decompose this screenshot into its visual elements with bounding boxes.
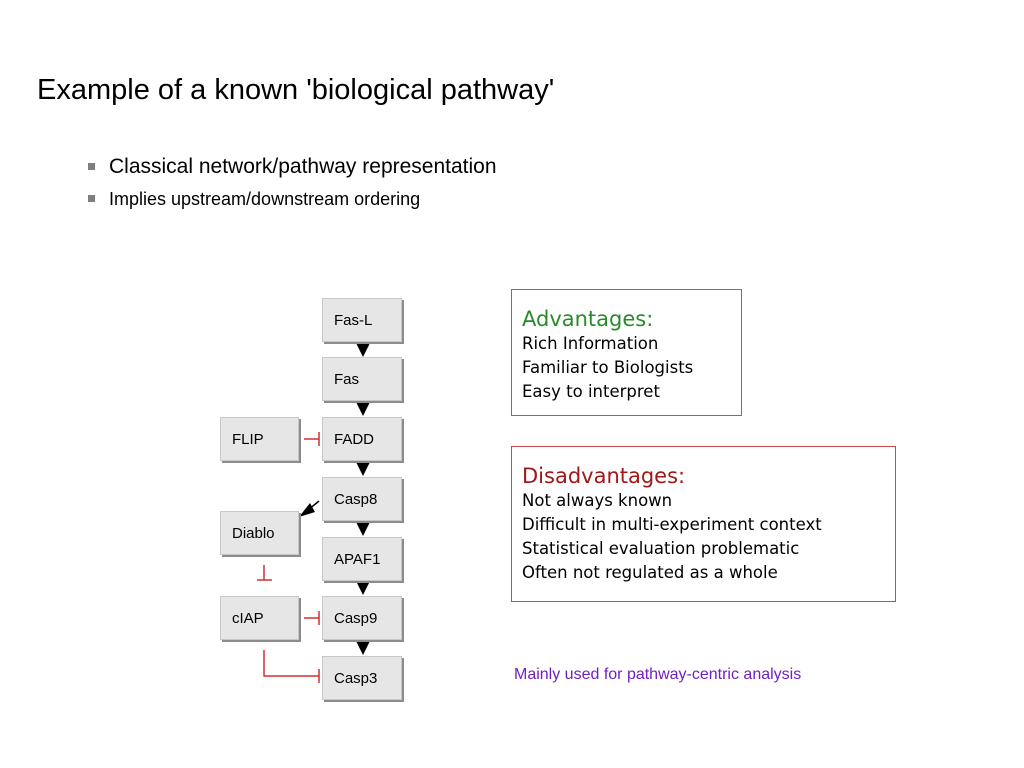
activation-arrow bbox=[356, 581, 370, 595]
disadvantages-item: Statistical evaluation problematic bbox=[522, 539, 800, 558]
node-label: FADD bbox=[334, 430, 375, 448]
advantages-item: Familiar to Biologists bbox=[522, 358, 694, 377]
node-flip: FLIP bbox=[220, 417, 299, 461]
inhibition-edge bbox=[257, 565, 272, 581]
activation-arrow bbox=[356, 522, 370, 536]
advantages-box: Advantages: Rich Information Familiar to… bbox=[511, 289, 742, 416]
node-label: Fas-L bbox=[334, 311, 373, 329]
activation-arrow bbox=[356, 462, 370, 476]
node-fadd: FADD bbox=[322, 417, 402, 461]
activation-arrow bbox=[356, 343, 370, 357]
node-ciap: cIAP bbox=[220, 596, 299, 640]
node-label: Diablo bbox=[232, 524, 275, 542]
usage-note: Mainly used for pathway-centric analysis bbox=[514, 666, 802, 683]
bullet-square-icon bbox=[88, 163, 95, 170]
slide-title: Example of a known 'biological pathway' bbox=[37, 74, 555, 106]
activation-arrow bbox=[307, 500, 320, 511]
node-casp3: Casp3 bbox=[322, 656, 402, 700]
disadvantages-box: Disadvantages: Not always known Difficul… bbox=[511, 446, 896, 602]
inhibition-edge bbox=[304, 432, 320, 446]
node-label: APAF1 bbox=[334, 550, 381, 568]
activation-arrow bbox=[299, 503, 315, 517]
activation-arrow bbox=[356, 641, 370, 655]
node-label: Casp3 bbox=[334, 669, 378, 687]
disadvantages-item: Difficult in multi-experiment context bbox=[522, 515, 822, 534]
bullet-text: Implies upstream/downstream ordering bbox=[109, 189, 421, 209]
node-label: cIAP bbox=[232, 609, 264, 627]
bullet-list: Classical network/pathway representation… bbox=[88, 152, 497, 214]
node-fas: Fas bbox=[322, 357, 402, 401]
activation-arrow bbox=[356, 402, 370, 416]
node-apaf1: APAF1 bbox=[322, 537, 402, 581]
inhibition-edge bbox=[263, 650, 320, 683]
advantages-heading: Advantages: bbox=[522, 307, 654, 331]
node-label: FLIP bbox=[232, 430, 264, 448]
bullet-text: Classical network/pathway representation bbox=[109, 155, 497, 178]
node-label: Casp9 bbox=[334, 609, 378, 627]
bullet-item: Classical network/pathway representation bbox=[88, 152, 497, 182]
bullet-item: Implies upstream/downstream ordering bbox=[88, 184, 497, 214]
bullet-square-icon bbox=[88, 195, 95, 202]
disadvantages-item: Often not regulated as a whole bbox=[522, 563, 778, 582]
advantages-item: Easy to interpret bbox=[522, 382, 660, 401]
node-casp8: Casp8 bbox=[322, 477, 402, 521]
node-label: Fas bbox=[334, 370, 360, 388]
node-fas-l: Fas-L bbox=[322, 298, 402, 342]
disadvantages-item: Not always known bbox=[522, 491, 673, 510]
node-casp9: Casp9 bbox=[322, 596, 402, 640]
inhibition-edge bbox=[304, 611, 320, 625]
node-label: Casp8 bbox=[334, 490, 378, 508]
disadvantages-heading: Disadvantages: bbox=[522, 464, 686, 488]
advantages-item: Rich Information bbox=[522, 334, 659, 353]
node-diablo: Diablo bbox=[220, 511, 299, 555]
